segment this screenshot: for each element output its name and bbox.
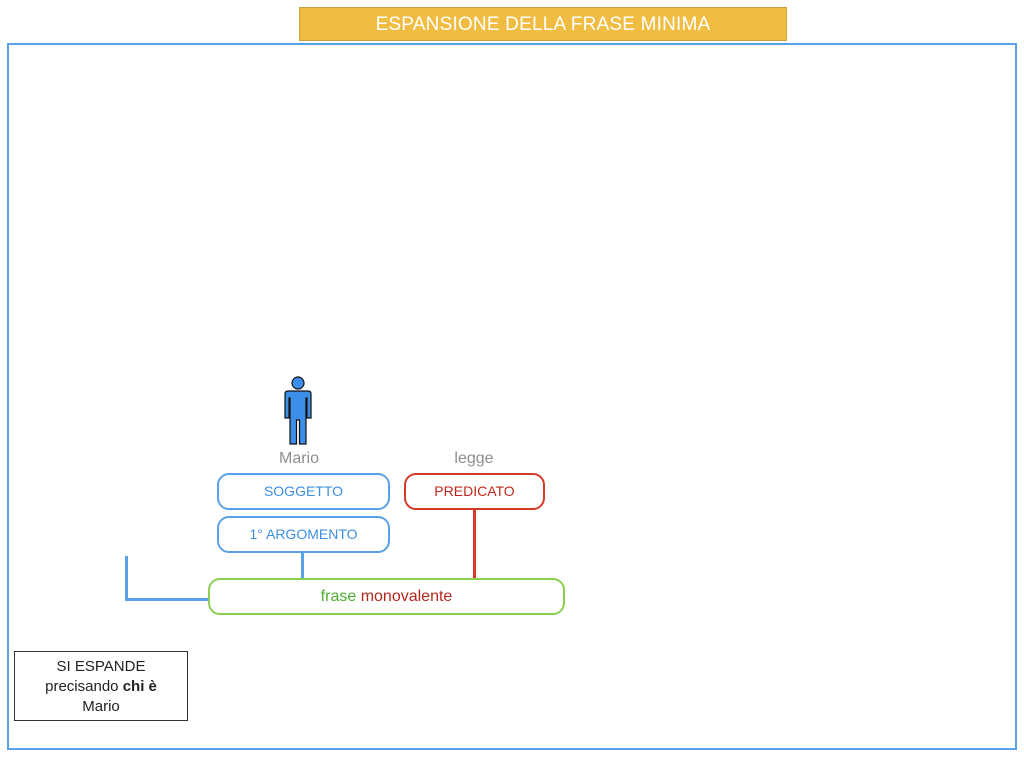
note-line-2-bold: chi è bbox=[122, 678, 157, 695]
expansion-note: SI ESPANDE precisando chi è Mario bbox=[14, 651, 188, 721]
expansion-vertical-line bbox=[125, 556, 128, 601]
verb-word: legge bbox=[454, 450, 494, 467]
soggetto-box: SOGGETTO bbox=[217, 473, 390, 510]
predicate-connector bbox=[473, 510, 476, 579]
subject-connector bbox=[301, 553, 304, 579]
phrase-box: frase monovalente bbox=[208, 578, 565, 615]
note-line-2-text: precisando bbox=[45, 678, 123, 695]
subject-word: Mario bbox=[278, 450, 319, 467]
phrase-word: frase bbox=[320, 588, 357, 605]
expansion-horizontal-line bbox=[125, 598, 209, 601]
predicato-box: PREDICATO bbox=[404, 473, 545, 510]
note-line-1: SI ESPANDE bbox=[56, 658, 146, 675]
diagram-frame bbox=[7, 43, 1017, 750]
monovalent-word: monovalente bbox=[360, 588, 453, 605]
page-title: ESPANSIONE DELLA FRASE MINIMA bbox=[299, 7, 787, 41]
person-icon bbox=[284, 376, 312, 445]
note-line-3: Mario bbox=[82, 698, 120, 715]
argomento-box: 1° ARGOMENTO bbox=[217, 516, 390, 553]
note-line-2: precisando chi è bbox=[15, 677, 187, 697]
